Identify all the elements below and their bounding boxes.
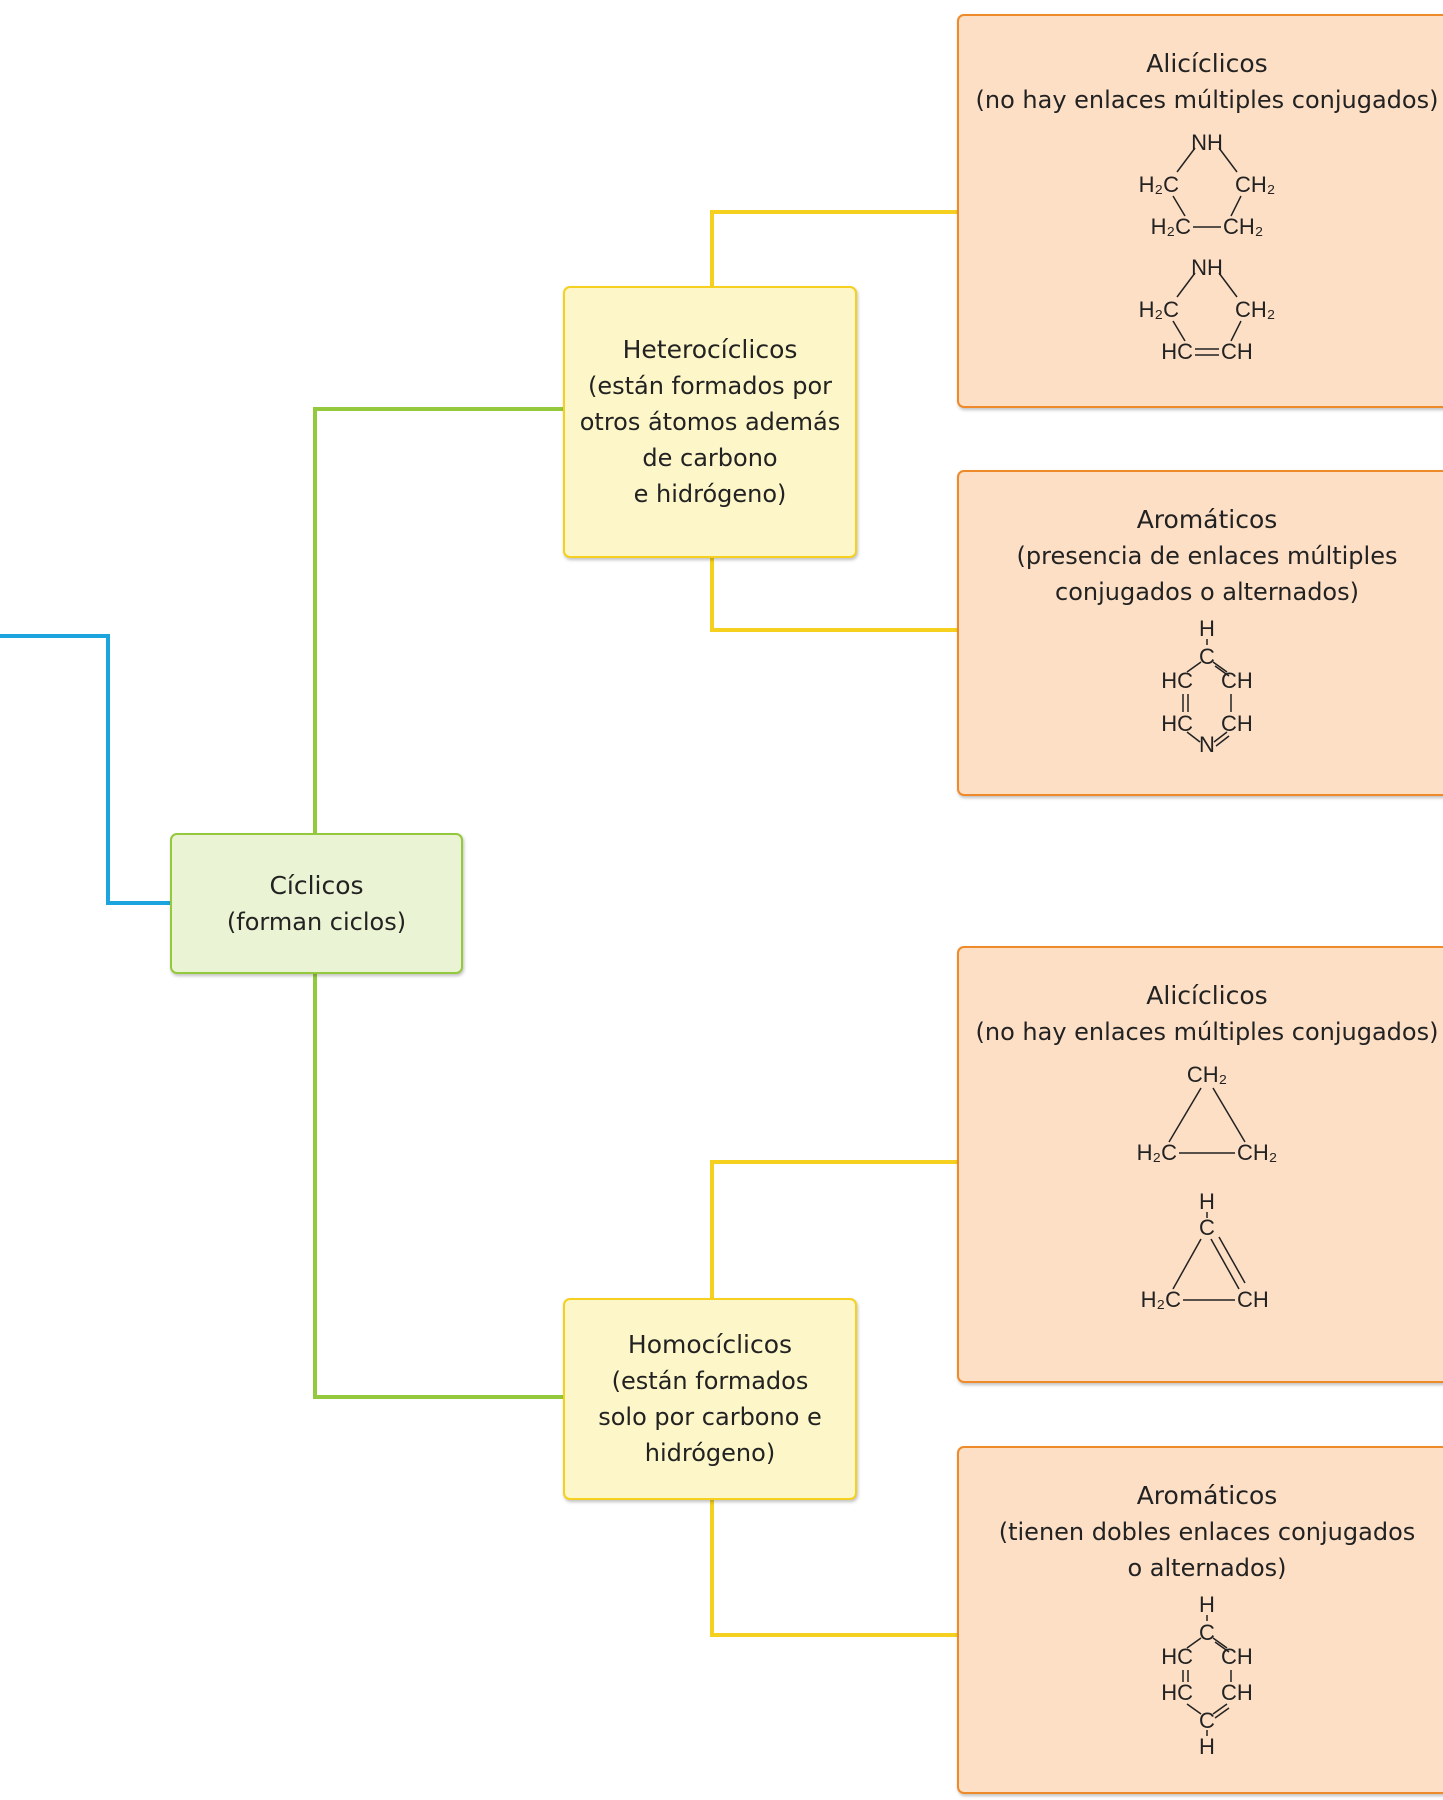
h-label: H: [1199, 1734, 1215, 1759]
homo-alic-title: Alicíclicos: [1146, 981, 1268, 1010]
homo-desc-line: hidrógeno): [644, 1439, 776, 1467]
h-label: H: [1199, 1189, 1215, 1214]
ch2-label: H₂C: [1141, 1287, 1181, 1312]
hetero-alic-title: Alicíclicos: [1146, 49, 1268, 78]
ch2-label: CH₂: [1235, 172, 1275, 197]
nh-label: NH: [1191, 130, 1223, 155]
connector-hetero-alic: [710, 210, 957, 286]
ch2-label: CH₂: [1187, 1062, 1227, 1087]
ch2-label: H₂C: [1139, 172, 1179, 197]
c-label: C: [1199, 1215, 1215, 1240]
hetero-desc-line: (están formados por: [587, 372, 833, 400]
ch-label: CH: [1221, 339, 1253, 364]
hetero-title: Heterocíclicos: [622, 335, 798, 364]
hetero-node: Heterocíclicos (están formados por otros…: [563, 286, 857, 558]
ch-label: HC: [1161, 339, 1193, 364]
homo-arom-desc-line: o alternados): [1127, 1554, 1287, 1582]
connector-hetero-arom: [710, 558, 957, 632]
c-label: C: [1199, 644, 1215, 669]
connector-homo-arom: [710, 1500, 957, 1637]
ch2-label: CH₂: [1237, 1140, 1277, 1165]
ch2-label: CH₂: [1223, 214, 1263, 239]
hetero-desc-line: de carbono: [642, 444, 778, 472]
n-label: N: [1199, 732, 1215, 756]
hetero-alic-node: Alicíclicos (no hay enlaces múltiples co…: [957, 14, 1443, 408]
ch2-label: CH₂: [1235, 297, 1275, 322]
ch-label: CH: [1221, 1680, 1253, 1705]
c-label: C: [1199, 1620, 1215, 1645]
cyclopropene-ring: H C H₂C CH: [1141, 1189, 1269, 1312]
homo-alic-node: Alicíclicos (no hay enlaces múltiples co…: [957, 946, 1443, 1383]
hetero-arom-node: Aromáticos (presencia de enlaces múltipl…: [957, 470, 1443, 796]
root-title: Cíclicos: [269, 870, 364, 900]
homo-alic-desc: (no hay enlaces múltiples conjugados): [975, 1018, 1439, 1046]
hetero-desc-line: e hidrógeno): [633, 480, 787, 508]
cyclopropane-structure: CH₂ H₂C CH₂ H C H₂C CH: [1137, 1062, 1278, 1312]
cyclopropane-ring: CH₂ H₂C CH₂: [1137, 1062, 1278, 1165]
ch2-label: H₂C: [1137, 1140, 1177, 1165]
hetero-arom-desc-line: (presencia de enlaces múltiples: [1016, 542, 1398, 570]
ch-label: HC: [1161, 1680, 1193, 1705]
connector-root-hetero: [313, 407, 563, 833]
ch-label: CH: [1237, 1287, 1269, 1312]
root-node: Cíclicos (forman ciclos): [170, 833, 463, 974]
homo-desc-line: (están formados: [611, 1367, 809, 1395]
root-desc: (forman ciclos): [226, 907, 407, 936]
c-label: C: [1199, 1708, 1215, 1733]
hetero-arom-desc-line: conjugados o alternados): [1055, 578, 1359, 606]
connector-root-in: [0, 634, 170, 905]
homo-desc-line: solo por carbono e: [598, 1403, 822, 1431]
hetero-desc-line: otros átomos además: [579, 408, 841, 436]
pyridine-structure: H C HC CH HC CH N: [1161, 616, 1253, 756]
h-label: H: [1199, 616, 1215, 641]
homo-arom-desc-line: (tienen dobles enlaces conjugados: [998, 1518, 1416, 1546]
pyrroline-ring: NH H₂C CH₂ HC CH: [1139, 255, 1276, 364]
connector-homo-alic: [710, 1160, 957, 1298]
hetero-arom-title: Aromáticos: [1136, 505, 1278, 534]
pyrrolidine-structure: NH H₂C CH₂ H₂C CH₂ NH H₂C CH₂ HC CH: [1139, 130, 1276, 364]
homo-title: Homocíclicos: [627, 1330, 793, 1359]
nh-label: NH: [1191, 255, 1223, 280]
homo-arom-title: Aromáticos: [1136, 1481, 1278, 1510]
pyrrolidine-ring: NH H₂C CH₂ H₂C CH₂: [1139, 130, 1276, 239]
benzene-structure: H C HC CH HC CH C H: [1161, 1592, 1253, 1759]
ch2-label: H₂C: [1139, 297, 1179, 322]
hetero-alic-desc: (no hay enlaces múltiples conjugados): [975, 86, 1439, 114]
h-label: H: [1199, 1592, 1215, 1617]
connector-root-homo: [313, 974, 563, 1399]
homo-node: Homocíclicos (están formados solo por ca…: [563, 1298, 857, 1500]
homo-arom-node: Aromáticos (tienen dobles enlaces conjug…: [957, 1446, 1443, 1794]
ch2-label: H₂C: [1151, 214, 1191, 239]
